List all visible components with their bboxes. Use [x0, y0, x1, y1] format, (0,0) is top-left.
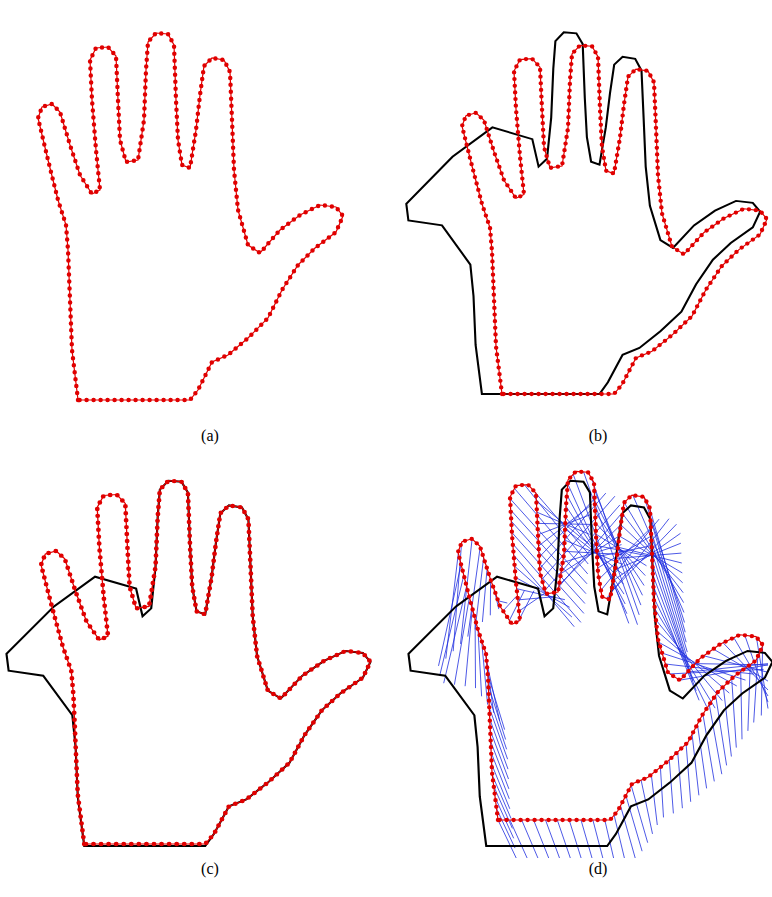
correspondence-line: [597, 546, 648, 556]
panel-caption: (d): [587, 860, 610, 878]
correspondence-line: [515, 489, 588, 574]
correspondence-line: [542, 496, 615, 579]
correspondence-line: [692, 734, 699, 795]
correspondence-line: [652, 553, 690, 672]
correspondence-line: [631, 786, 648, 843]
panel-caption: (c): [199, 860, 221, 878]
correspondence-line: [490, 579, 491, 615]
correspondence-line: [498, 820, 516, 858]
correspondence-line: [599, 527, 652, 580]
correspondence-line: [596, 534, 647, 566]
correspondence-line: [754, 657, 758, 723]
panel-caption: (b): [587, 427, 610, 445]
correspondence-line: [498, 601, 507, 603]
correspondence-line: [697, 724, 706, 788]
correspondence-line: [723, 687, 731, 757]
correspondence-line: [686, 744, 691, 802]
correspondence-line: [703, 714, 714, 781]
correspondence-line: [536, 501, 589, 544]
correspondence-line: [440, 575, 464, 675]
correspondence-line: [510, 820, 527, 858]
correspondence-line: [748, 665, 750, 731]
correspondence-line: [482, 569, 487, 622]
correspondence-line: [439, 564, 462, 666]
correspondence-line: [716, 695, 727, 765]
panel-a: [38, 33, 343, 400]
correspondence-line: [503, 597, 516, 611]
panel-b: [406, 32, 767, 394]
correspondence-line: [669, 760, 673, 814]
correspondence-line: [652, 564, 693, 682]
correspondence-line: [557, 820, 570, 858]
panel-c: [6, 481, 370, 846]
correspondence-line: [660, 767, 663, 817]
correspondence-line: [651, 775, 657, 825]
correspondence-line: [732, 679, 737, 748]
correspondence-line: [511, 521, 585, 603]
correspondence-line: [569, 820, 581, 858]
panel-caption: (a): [199, 427, 221, 445]
correspondence-line: [513, 544, 581, 623]
correspondence-line: [741, 672, 742, 740]
correspondence-line: [745, 635, 768, 702]
correspondence-line: [617, 553, 682, 558]
correspondence-line: [546, 820, 560, 858]
correspondence-line: [465, 608, 472, 686]
correspondence-line: [581, 820, 592, 858]
correspondence-line: [593, 820, 603, 858]
correspondence-line: [678, 752, 683, 808]
panel-d: [408, 471, 772, 858]
